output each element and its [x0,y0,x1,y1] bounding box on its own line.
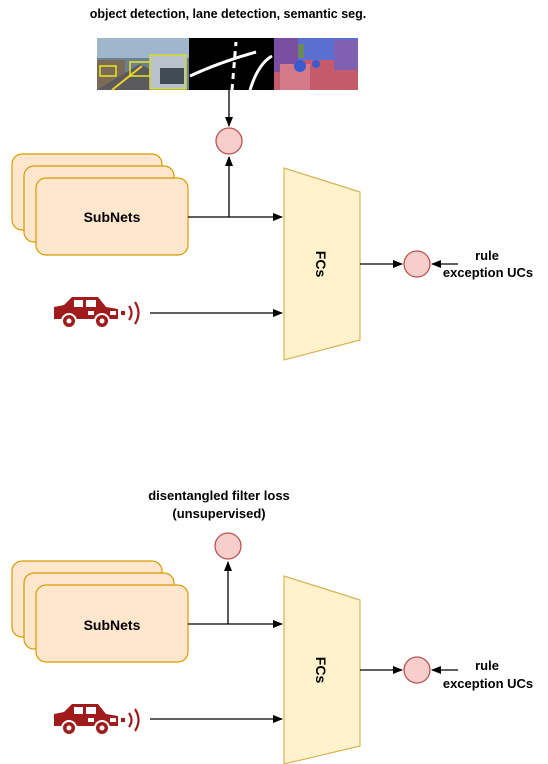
top-fcs-block [283,167,361,361]
bottom-subnets-label: SubNets [84,617,141,633]
top-caption: object detection, lane detection, semant… [90,7,366,21]
bottom-caption-line1: disentangled filter loss [148,488,290,503]
bottom-diagram: disentangled filter loss (unsupervised) … [11,488,533,764]
bottom-caption-line2: (unsupervised) [172,506,265,521]
bottom-rule-label: rule [475,658,499,673]
lane-detection-image [189,38,274,91]
top-diagram: object detection, lane detection, semant… [11,7,533,361]
bottom-output-node [403,656,431,684]
top-car-signal-icon [52,295,140,330]
top-rule-label: rule [475,248,499,263]
top-loss-node [215,127,243,155]
top-subnets-label: SubNets [84,209,141,225]
top-exception-label: exception UCs [443,265,533,280]
bottom-exception-label: exception UCs [443,676,533,691]
top-fcs-label: FCs [313,251,329,278]
top-output-node [403,250,431,278]
bottom-fcs-block [283,575,361,764]
bottom-fcs-label: FCs [313,657,329,684]
bottom-car-signal-icon [52,702,140,737]
bottom-subnets-stack: SubNets [11,560,189,663]
top-subnets-stack: SubNets [11,153,189,256]
semantic-segmentation-image [274,38,358,90]
object-detection-image [97,38,189,91]
image-strip [97,38,358,91]
bottom-loss-node [214,532,242,560]
